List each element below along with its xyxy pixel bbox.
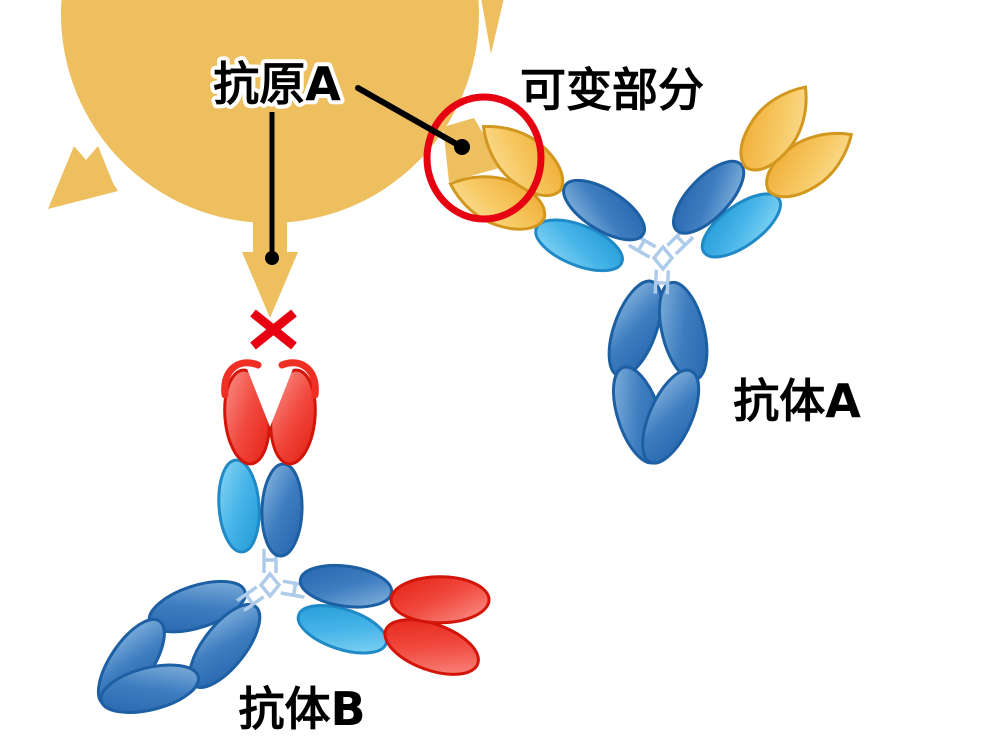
antibody-b-up-arm: [216, 361, 319, 557]
label-antigen-a: 抗原A: [213, 57, 341, 111]
antigen-a: [48, 0, 504, 318]
pointer-line-to-wedge: [355, 85, 470, 155]
pointer-dot: [265, 251, 279, 265]
antibody-b-hinge: [258, 571, 282, 599]
antibody-a-fc-stem: [591, 271, 723, 475]
antigen-body: [61, 0, 479, 223]
antibody-b-right-arm: [285, 542, 499, 689]
pointer-dot: [454, 139, 470, 155]
binding-site-highlight-ring: [423, 93, 545, 223]
antibody-a-hinge: [651, 244, 675, 272]
pointer-line-to-arrow: [265, 112, 279, 265]
label-variable-region: 可变部分: [520, 63, 704, 117]
antibody-b: [61, 361, 499, 750]
antigen-binding-wedge: [443, 118, 503, 182]
antibody-a: [436, 68, 870, 475]
no-binding-x-icon: [250, 309, 297, 350]
label-antibody-b: 抗体B: [238, 682, 365, 736]
antigen-spike-bottom-left: [48, 146, 118, 209]
antigen-spike-top-right: [481, 0, 504, 54]
label-antibody-a: 抗体A: [733, 374, 861, 428]
